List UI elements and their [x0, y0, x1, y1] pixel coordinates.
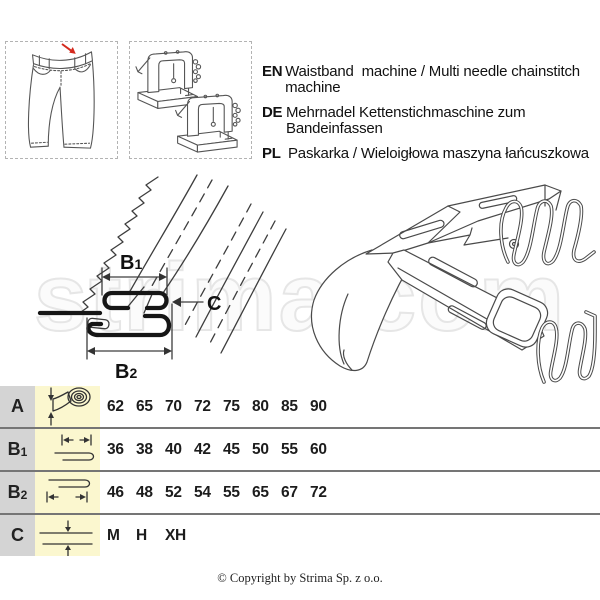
application-image-box: [5, 41, 118, 159]
table-value: 38: [136, 440, 153, 458]
tape-roll-width-icon: [35, 386, 100, 427]
sewing-machines-illustration: [135, 50, 241, 153]
row-values-b1: 36 38 40 42 45 50 55 60: [100, 429, 600, 470]
folder-attachment-drawing: [310, 184, 597, 384]
lang-code-en: EN: [262, 63, 283, 80]
table-value: M: [107, 526, 120, 544]
dimension-c: C: [172, 293, 221, 315]
table-value: 46: [107, 483, 124, 501]
table-value: 72: [310, 483, 327, 501]
machine-image-box: [129, 41, 252, 159]
lang-text-pl: Paskarka / Wieloigłowa maszyna łańcuszko…: [288, 145, 589, 162]
row-label-c: C: [0, 515, 35, 556]
table-value: 48: [136, 483, 153, 501]
fold-bottom-width-icon: [35, 472, 100, 513]
jeans-waistband: [31, 51, 93, 69]
table-value: 72: [194, 397, 211, 415]
svg-text:B2: B2: [115, 361, 137, 383]
zigzag-fabric-edge: [80, 176, 159, 313]
fold-profile: [37, 290, 172, 338]
table-value: H: [136, 526, 147, 544]
table-value: 65: [136, 397, 153, 415]
dimension-b1: B1: [101, 252, 168, 296]
language-descriptions: EN Waistband machine / Multi needle chai…: [262, 64, 600, 171]
table-value: 85: [281, 397, 298, 415]
table-value: 80: [252, 397, 269, 415]
lang-row-de: DE Mehrnadel Kettenstichmaschine zum Ban…: [262, 105, 600, 137]
fold-cross-section-diagram: B1 C B2: [37, 174, 287, 383]
jeans-pocket-right: [74, 64, 92, 73]
table-row-a: A 62 65 70 72 75 80 85 90: [0, 386, 600, 429]
table-value: 65: [252, 483, 269, 501]
table-value: XH: [165, 526, 186, 544]
row-label-a: A: [0, 386, 35, 427]
table-value: 45: [223, 440, 240, 458]
material-thickness-icon: [35, 515, 100, 556]
fold-top-width-icon: [35, 429, 100, 470]
fold-hook: [86, 321, 104, 338]
table-value: 90: [310, 397, 327, 415]
table-value: 40: [165, 440, 182, 458]
lang-row-en: EN Waistband machine / Multi needle chai…: [262, 64, 600, 96]
table-value: 60: [310, 440, 327, 458]
table-value: 52: [165, 483, 182, 501]
folder-clamp: [485, 288, 549, 348]
table-value: 62: [107, 397, 124, 415]
wire-guide-bottom: [536, 310, 597, 384]
table-value: 55: [281, 440, 298, 458]
svg-text:C: C: [207, 293, 221, 315]
waistband-pointer-arrow: [61, 43, 76, 54]
table-value: 75: [223, 397, 240, 415]
jeans-illustration: [27, 43, 95, 149]
table-value: 67: [281, 483, 298, 501]
table-value: 54: [194, 483, 211, 501]
lang-code-de: DE: [262, 104, 283, 121]
dimension-b2: B2: [86, 303, 173, 383]
lang-code-pl: PL: [262, 145, 281, 162]
copyright-text: © Copyright by Strima Sp. z o.o.: [217, 571, 383, 585]
table-value: 55: [223, 483, 240, 501]
row-values-a: 62 65 70 72 75 80 85 90: [100, 386, 600, 427]
table-value: 36: [107, 440, 124, 458]
lang-row-pl: PL Paskarka / Wieloigłowa maszyna łańcus…: [262, 146, 600, 162]
wire-guide-top: [499, 198, 596, 267]
table-value: 50: [252, 440, 269, 458]
row-values-b2: 46 48 52 54 55 65 67 72: [100, 472, 600, 513]
jeans-pocket-left: [32, 68, 51, 75]
table-value: 70: [165, 397, 182, 415]
table-value: 42: [194, 440, 211, 458]
band-curves: [125, 174, 287, 354]
lang-text-en: Waistband machine / Multi needle chainst…: [285, 63, 584, 96]
lang-text-de: Mehrnadel Kettenstichmaschine zum Bandei…: [286, 104, 530, 137]
svg-text:B1: B1: [120, 252, 142, 274]
